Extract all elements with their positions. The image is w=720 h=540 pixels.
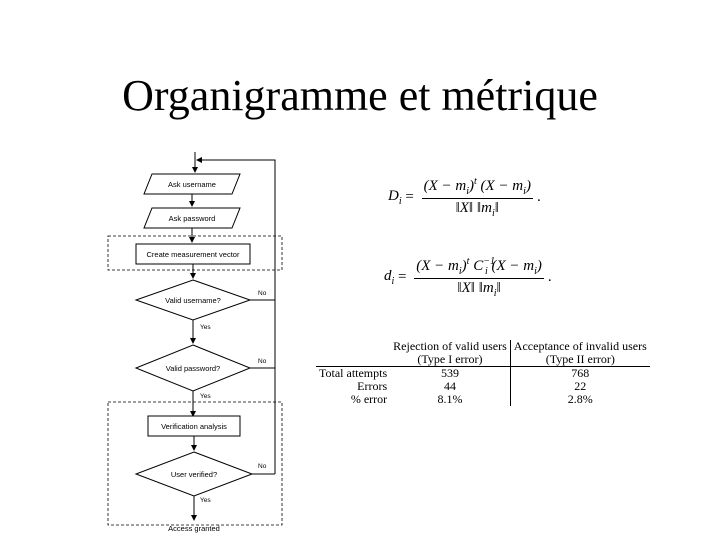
ask-username-box [143, 173, 241, 195]
authentication-flowchart: Ask username Ask password Create measure… [107, 152, 283, 533]
table-cell: 8.1% [437, 392, 463, 406]
yes-label-1: Yes [200, 324, 211, 331]
table-cell: 2.8% [509, 393, 650, 406]
header-type2: Acceptance of invalid users [509, 340, 650, 353]
table-row: % error 8.1% 2.8% [316, 393, 650, 406]
user-verified-text: User verified? [171, 470, 217, 479]
valid-password-text: Valid password? [166, 364, 220, 373]
yes-label-2: Yes [200, 393, 211, 400]
header-type1: Rejection of valid users [393, 339, 507, 353]
formula-dd-lhs: di [384, 268, 395, 287]
no-label-3: No [258, 463, 267, 470]
table-cell: 768 [509, 366, 650, 380]
formula-dd-numerator: (X − mi)t C−1i (X − mi) [414, 256, 544, 279]
row-label: Errors [357, 379, 388, 393]
slide-title: Organigramme et métrique [122, 71, 598, 120]
formula-d-lhs: Di [388, 188, 402, 207]
ask-password-text: Ask password [169, 214, 216, 223]
create-vector-text: Create measurement vector [147, 250, 240, 259]
row-label: % error [350, 392, 388, 406]
verification-group-frame [107, 401, 283, 526]
no-label-1: No [258, 290, 267, 297]
subheader-type1: (Type I error) [390, 353, 511, 367]
access-granted-text: Access granted [168, 524, 220, 533]
subheader-type2: (Type II error) [509, 353, 650, 367]
measurement-group-frame [107, 235, 283, 271]
table-row: Errors 44 22 [316, 380, 650, 393]
ask-username-text: Ask username [168, 180, 216, 189]
ask-password-box [143, 207, 241, 229]
formula-mahalanobis-distance: di = (X − mi)t C−1i (X − mi) ‖X‖ ‖mi‖ . [384, 256, 552, 299]
error-rates-table: Rejection of valid users Acceptance of i… [316, 340, 650, 406]
table-cell: 22 [509, 380, 650, 393]
yes-label-3: Yes [200, 497, 211, 504]
table-cell: 539 [440, 366, 459, 380]
valid-username-text: Valid username? [165, 296, 221, 305]
formula-cosine-distance: Di = (X − mi)t (X − mi) ‖X‖ ‖mi‖ . [388, 176, 541, 219]
verification-text: Verification analysis [161, 422, 227, 431]
formula-d-numerator: (X − mi)t (X − mi) [421, 176, 533, 199]
formula-dd-denominator: ‖X‖ ‖mi‖ [457, 280, 501, 299]
row-label: Total attempts [319, 366, 388, 380]
table-cell: 44 [443, 379, 456, 393]
formula-d-denominator: ‖X‖ ‖mi‖ [455, 200, 499, 219]
no-label-2: No [258, 358, 267, 365]
loop-back-line [196, 157, 276, 455]
table-row: Total attempts 539 768 [316, 366, 650, 380]
